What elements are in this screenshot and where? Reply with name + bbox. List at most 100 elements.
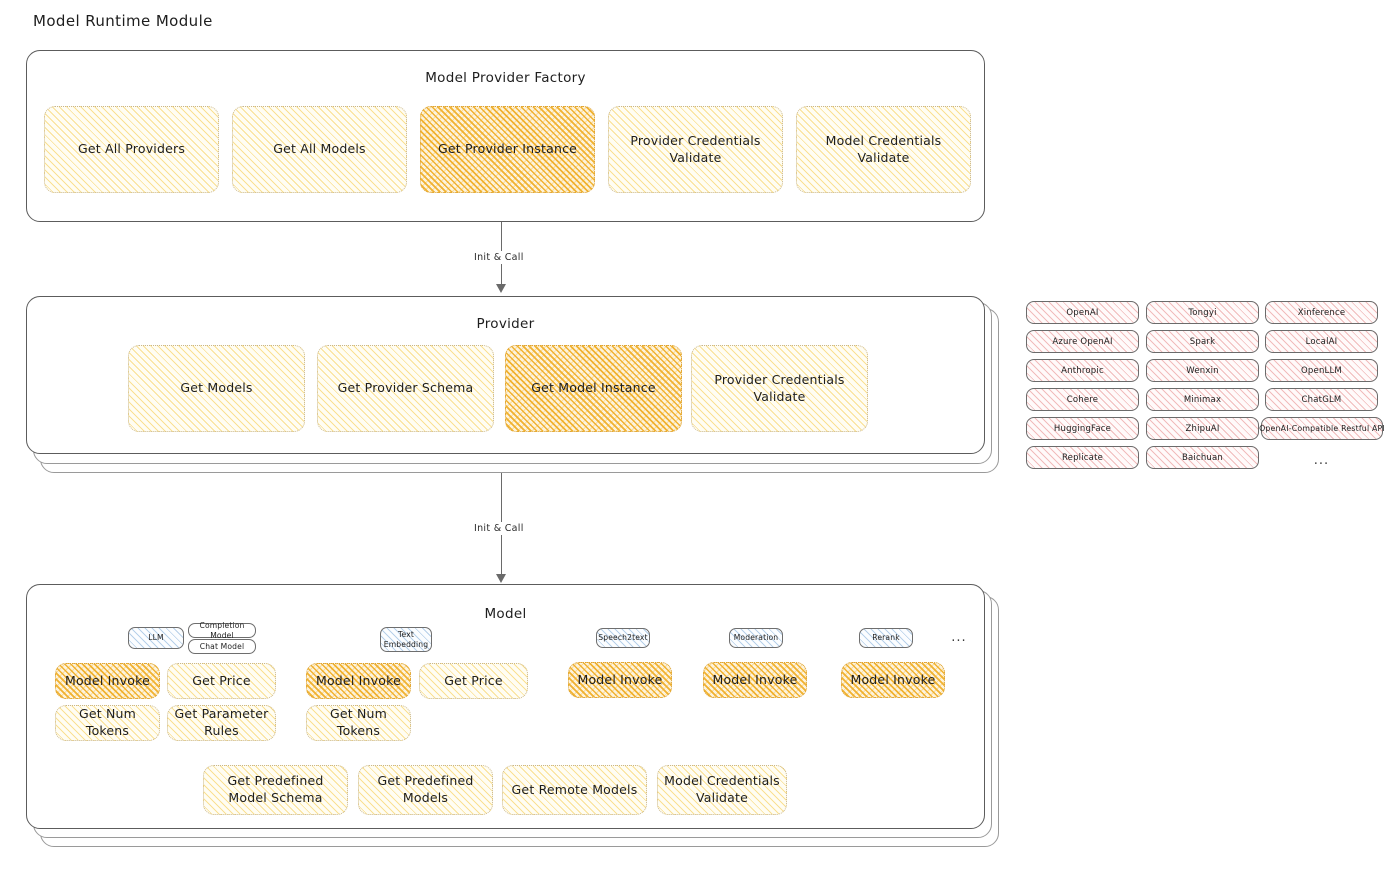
provider-method-get-model-instance[interactable]: Get Model Instance: [505, 345, 682, 432]
model-method-label: Get Price: [444, 672, 503, 688]
provider-pill-label: HuggingFace: [1053, 423, 1112, 434]
provider-pill-label: Anthropic: [1061, 365, 1104, 376]
model-title: Model: [484, 606, 527, 622]
provider-pill-minimax[interactable]: Minimax: [1146, 388, 1259, 411]
provider-pill-baichuan[interactable]: Baichuan: [1146, 446, 1259, 469]
provider-pill-openai-compatible-restful-api[interactable]: OpenAI-Compatible Restful API: [1259, 417, 1385, 440]
model-method-text-embedding-get-num-tokens[interactable]: Get Num Tokens: [306, 705, 411, 741]
model-types-ellipsis: ...: [951, 629, 967, 645]
factory-method-provider-credentials-validate[interactable]: Provider Credentials Validate: [608, 106, 783, 193]
model-type-badge-rerank[interactable]: Rerank: [859, 628, 913, 648]
provider-pill-label: ZhipuAI: [1185, 423, 1220, 434]
model-method-label: Model Invoke: [315, 672, 402, 688]
model-method-llm-get-num-tokens[interactable]: Get Num Tokens: [55, 705, 160, 741]
model-subtype-badge-completion-model[interactable]: Completion Model: [188, 621, 256, 640]
provider-pill-label: OpenAI: [1066, 307, 1099, 318]
model-common-method-get-predefined-models[interactable]: Get Predefined Models: [358, 765, 493, 815]
provider-pill-localai[interactable]: LocalAI: [1265, 330, 1378, 353]
model-provider-factory-title: Model Provider Factory: [425, 70, 586, 86]
model-method-label: Model Invoke: [577, 671, 663, 687]
provider-pill-wenxin[interactable]: Wenxin: [1146, 359, 1259, 382]
model-common-method-get-predefined-model-schema[interactable]: Get Predefined Model Schema: [203, 765, 348, 815]
model-common-method-model-credentials-validate[interactable]: Model Credentials Validate: [657, 765, 787, 815]
model-method-label: Model Invoke: [64, 672, 151, 688]
model-method-llm-get-price[interactable]: Get Price: [167, 663, 276, 699]
factory-method-label: Provider Credentials Validate: [630, 132, 761, 165]
provider-pill-label: Xinference: [1297, 307, 1346, 318]
provider-pill-zhipuai[interactable]: ZhipuAI: [1146, 417, 1259, 440]
model-common-method-label: Get Predefined Model Schema: [227, 773, 324, 805]
arrow-factory-to-provider-head: [496, 284, 506, 293]
model-method-speech2text-model-invoke[interactable]: Model Invoke: [568, 662, 672, 698]
provider-method-label: Get Provider Schema: [337, 380, 474, 396]
provider-pill-xinference[interactable]: Xinference: [1265, 301, 1378, 324]
model-method-label: Model Invoke: [712, 671, 798, 687]
provider-pill-label: OpenAI-Compatible Restful API: [1259, 424, 1385, 433]
factory-method-label: Model Credentials Validate: [825, 132, 942, 165]
model-type-badge-label: Rerank: [872, 633, 900, 643]
model-method-label: Get Num Tokens: [78, 706, 137, 738]
model-method-text-embedding-model-invoke[interactable]: Model Invoke: [306, 663, 411, 699]
model-method-label: Get Parameter Rules: [174, 706, 269, 738]
provider-pill-label: Wenxin: [1186, 365, 1219, 376]
provider-pill-spark[interactable]: Spark: [1146, 330, 1259, 353]
provider-pill-label: Cohere: [1066, 394, 1099, 405]
provider-pill-label: ChatGLM: [1301, 394, 1342, 405]
model-type-badge-label: LLM: [148, 633, 164, 643]
arrow-factory-to-provider-label: Init & Call: [470, 251, 528, 264]
provider-pill-anthropic[interactable]: Anthropic: [1026, 359, 1139, 382]
factory-method-get-provider-instance[interactable]: Get Provider Instance: [420, 106, 595, 193]
provider-pill-label: Azure OpenAI: [1052, 336, 1113, 347]
model-method-label: Get Price: [192, 672, 251, 688]
model-method-moderation-model-invoke[interactable]: Model Invoke: [703, 662, 807, 698]
provider-pill-label: Spark: [1189, 336, 1216, 347]
provider-pill-chatglm[interactable]: ChatGLM: [1265, 388, 1378, 411]
model-common-method-get-remote-models[interactable]: Get Remote Models: [502, 765, 647, 815]
provider-pill-label: Tongyi: [1188, 307, 1217, 318]
provider-title: Provider: [476, 316, 535, 332]
provider-pill-replicate[interactable]: Replicate: [1026, 446, 1139, 469]
model-type-badge-label: Moderation: [733, 633, 779, 643]
factory-method-model-credentials-validate[interactable]: Model Credentials Validate: [796, 106, 971, 193]
model-subtype-badge-chat-model[interactable]: Chat Model: [188, 639, 256, 654]
model-common-method-label: Model Credentials Validate: [664, 773, 780, 805]
provider-pill-cohere[interactable]: Cohere: [1026, 388, 1139, 411]
model-type-badge-llm[interactable]: LLM: [128, 627, 184, 649]
provider-pill-label: Baichuan: [1181, 452, 1224, 463]
page-title: Model Runtime Module: [33, 12, 213, 30]
model-method-llm-get-parameter-rules[interactable]: Get Parameter Rules: [167, 705, 276, 741]
provider-pill-label: OpenLLM: [1301, 365, 1342, 376]
model-type-badge-label: Speech2text: [598, 633, 648, 643]
model-subtype-badge-label: Chat Model: [199, 641, 245, 651]
provider-pill-openai[interactable]: OpenAI: [1026, 301, 1139, 324]
model-method-label: Get Num Tokens: [329, 706, 388, 738]
model-type-badge-moderation[interactable]: Moderation: [729, 628, 783, 648]
model-method-llm-model-invoke[interactable]: Model Invoke: [55, 663, 160, 699]
factory-method-label: Get All Providers: [77, 141, 186, 157]
provider-method-label: Get Model Instance: [531, 380, 656, 396]
model-method-rerank-model-invoke[interactable]: Model Invoke: [841, 662, 945, 698]
model-common-method-label: Get Predefined Models: [377, 773, 474, 805]
model-type-badge-label: Text Embedding: [383, 630, 429, 649]
provider-method-get-provider-schema[interactable]: Get Provider Schema: [317, 345, 494, 432]
provider-method-label: Provider Credentials Validate: [714, 371, 845, 404]
provider-pill-openllm[interactable]: OpenLLM: [1265, 359, 1378, 382]
provider-pill-tongyi[interactable]: Tongyi: [1146, 301, 1259, 324]
model-common-method-label: Get Remote Models: [511, 781, 638, 797]
arrow-provider-to-model-label: Init & Call: [470, 522, 528, 535]
arrow-provider-to-model-head: [496, 574, 506, 583]
model-type-badge-text-embedding[interactable]: Text Embedding: [380, 627, 432, 652]
model-method-text-embedding-get-price[interactable]: Get Price: [419, 663, 528, 699]
provider-pill-label: LocalAI: [1305, 336, 1338, 347]
provider-pill-azure-openai[interactable]: Azure OpenAI: [1026, 330, 1139, 353]
factory-method-label: Get All Models: [273, 141, 366, 157]
model-method-label: Model Invoke: [850, 671, 936, 687]
provider-method-get-models[interactable]: Get Models: [128, 345, 305, 432]
provider-pill-huggingface[interactable]: HuggingFace: [1026, 417, 1139, 440]
model-subtype-badge-label: Completion Model: [199, 621, 245, 640]
provider-method-label: Get Models: [180, 380, 253, 396]
model-type-badge-speech2text[interactable]: Speech2text: [596, 628, 650, 648]
factory-method-get-all-models[interactable]: Get All Models: [232, 106, 407, 193]
factory-method-get-all-providers[interactable]: Get All Providers: [44, 106, 219, 193]
provider-method-provider-credentials-validate[interactable]: Provider Credentials Validate: [691, 345, 868, 432]
